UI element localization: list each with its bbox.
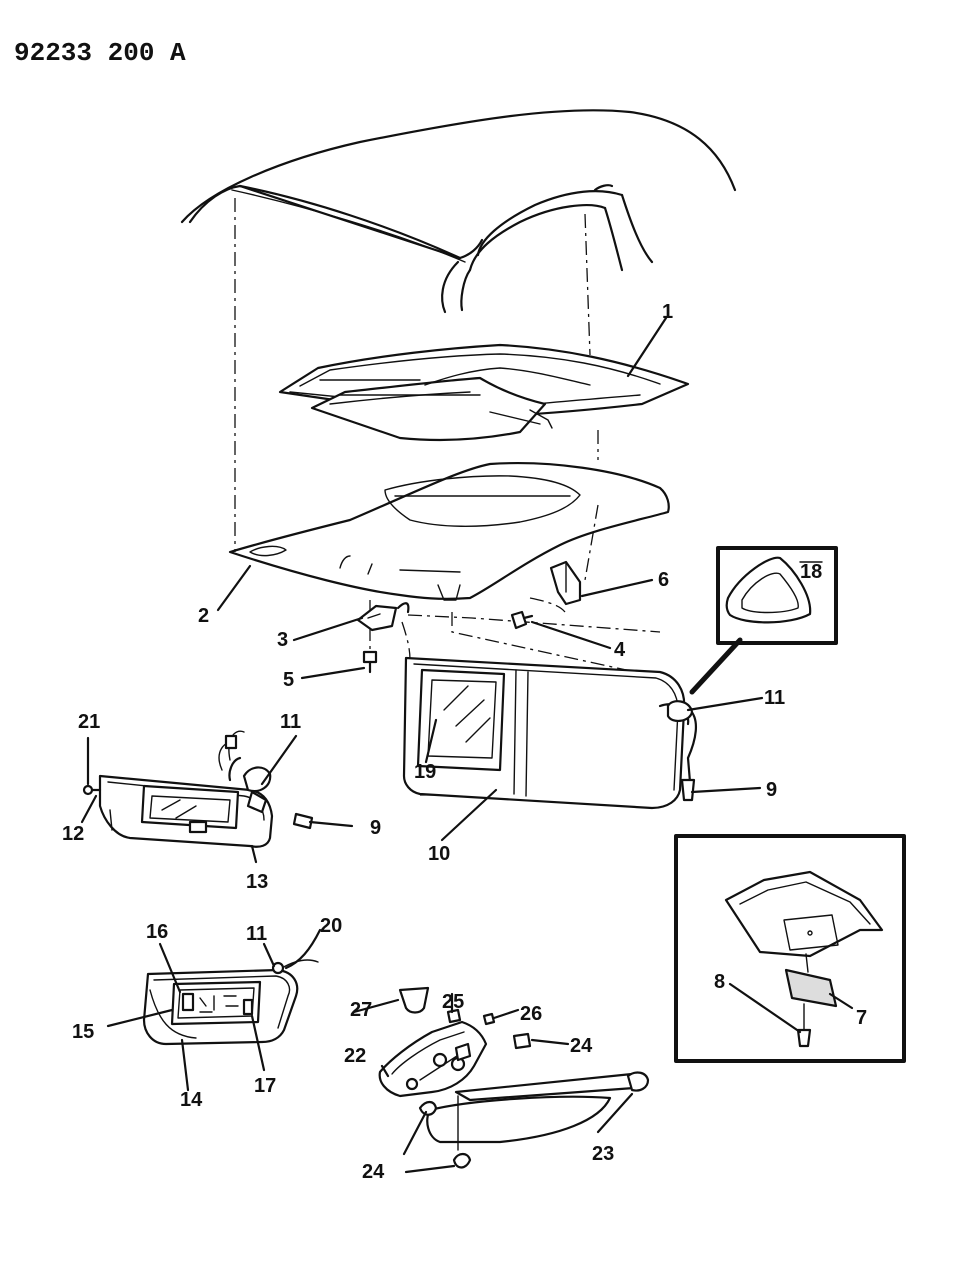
callout-22: 22 bbox=[344, 1045, 366, 1067]
inset-7-8 bbox=[674, 834, 906, 1063]
headliner bbox=[228, 462, 670, 601]
callout-24-lower: 24 bbox=[362, 1161, 385, 1183]
roof-outline bbox=[180, 109, 737, 314]
callout-1: 1 bbox=[662, 301, 673, 323]
callout-19: 19 bbox=[414, 761, 436, 783]
visor-bracket-assembly bbox=[378, 986, 650, 1169]
callout-16: 16 bbox=[146, 921, 168, 943]
callout-5: 5 bbox=[283, 669, 294, 691]
callout-10: 10 bbox=[428, 843, 450, 865]
callout-8: 8 bbox=[714, 971, 725, 993]
part-3-bracket bbox=[356, 602, 410, 632]
callout-3: 3 bbox=[277, 629, 288, 651]
callout-11-right: 11 bbox=[764, 687, 785, 709]
callout-13: 13 bbox=[246, 871, 268, 893]
callout-11-lower: 11 bbox=[246, 923, 267, 945]
callout-17: 17 bbox=[254, 1075, 276, 1097]
sunroof-frame bbox=[278, 343, 690, 442]
part-6-clip bbox=[549, 560, 582, 606]
callout-labels: 1 2 3 4 5 6 7 8 9 9 10 11 11 11 12 13 14… bbox=[62, 301, 867, 1183]
part-4-screw bbox=[510, 610, 534, 630]
callout-25: 25 bbox=[442, 991, 464, 1013]
part-5-screw bbox=[362, 650, 378, 674]
callout-21: 21 bbox=[78, 711, 100, 733]
callout-15: 15 bbox=[72, 1021, 94, 1043]
callout-4: 4 bbox=[614, 639, 626, 661]
callout-14: 14 bbox=[180, 1089, 203, 1111]
callout-6: 6 bbox=[658, 569, 669, 591]
drawing-id: 92233 200 A bbox=[14, 38, 186, 68]
callout-9-left: 9 bbox=[370, 817, 381, 839]
callout-24-right: 24 bbox=[570, 1035, 593, 1057]
callout-11-left: 11 bbox=[280, 711, 301, 733]
callout-27: 27 bbox=[350, 999, 372, 1021]
callout-20: 20 bbox=[320, 915, 342, 937]
callout-26: 26 bbox=[520, 1003, 542, 1025]
callout-2: 2 bbox=[198, 605, 209, 627]
inset-18 bbox=[689, 546, 838, 695]
sun-visor-center bbox=[402, 656, 697, 810]
callout-9-right: 9 bbox=[766, 779, 777, 801]
sun-visor-left bbox=[82, 730, 314, 848]
callout-12: 12 bbox=[62, 823, 84, 845]
callout-7: 7 bbox=[856, 1007, 867, 1029]
callout-18: 18 bbox=[800, 561, 822, 583]
sun-visor-lighted bbox=[142, 959, 319, 1046]
callout-23: 23 bbox=[592, 1143, 614, 1165]
leader-lines bbox=[80, 316, 854, 1174]
